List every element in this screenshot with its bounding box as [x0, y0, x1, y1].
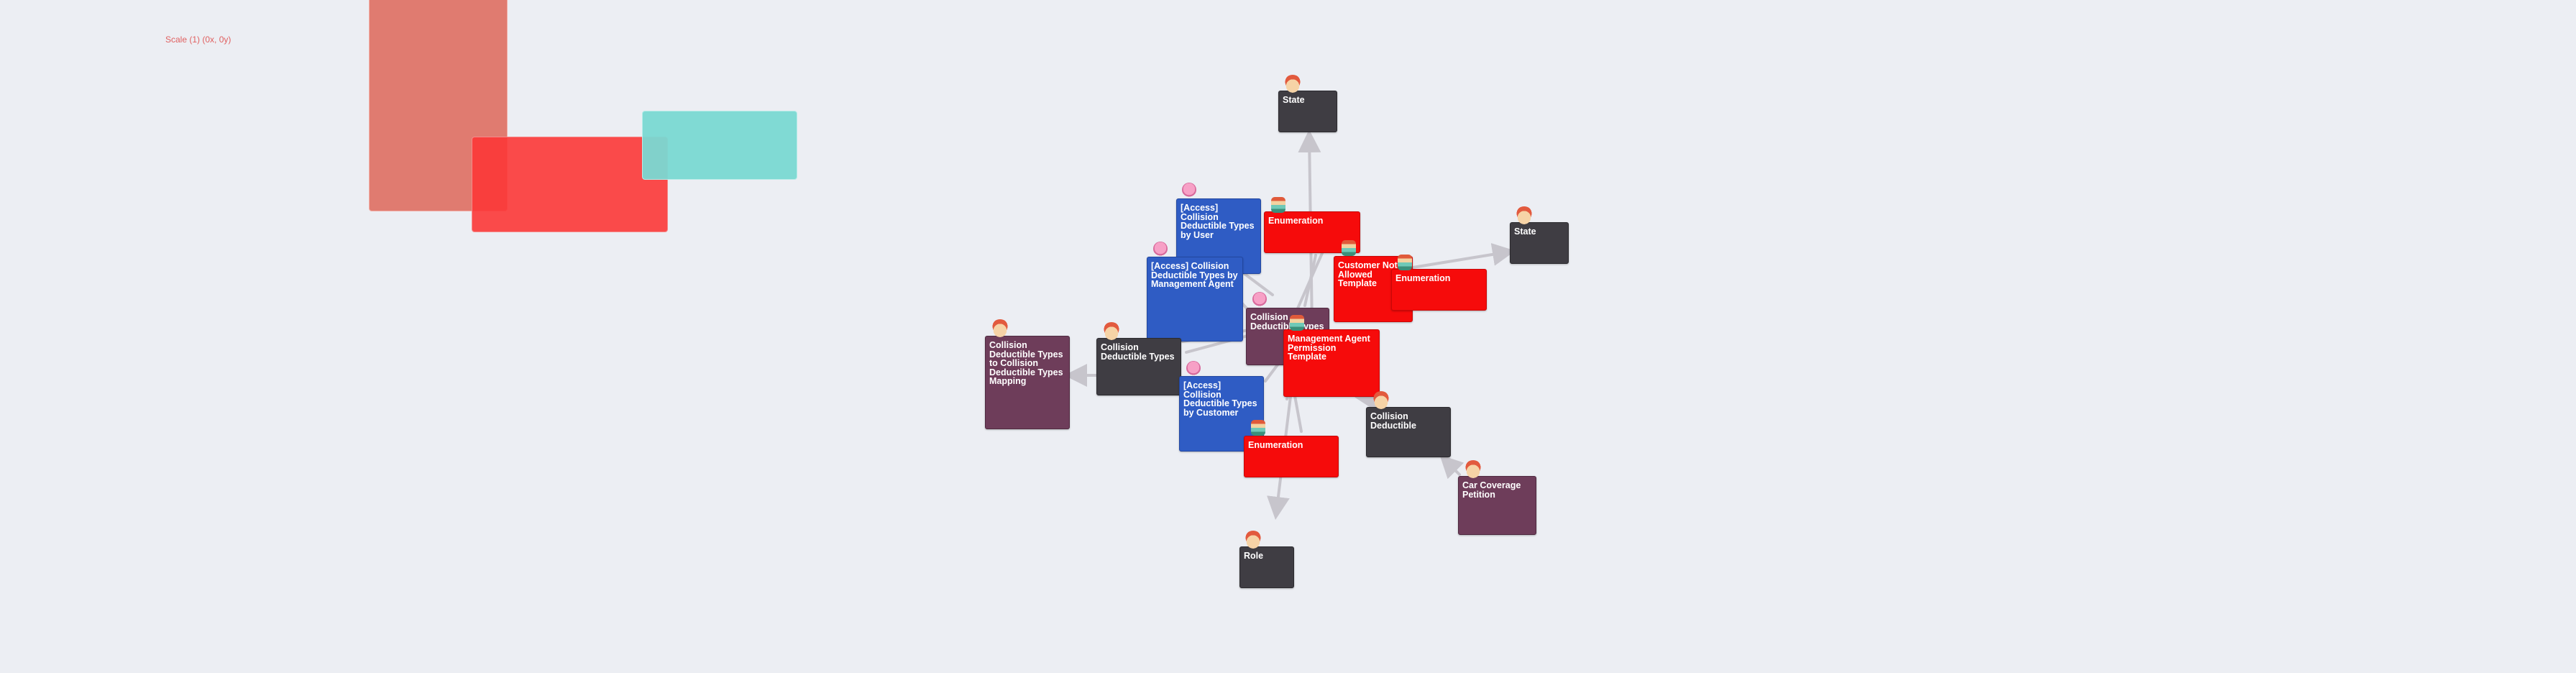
face-icon [1464, 460, 1482, 479]
scale-label: Scale (1) (0x, 0y) [165, 35, 232, 45]
node-state-right[interactable]: State [1510, 222, 1569, 264]
node-label: Collision Deductible Types [1250, 312, 1324, 331]
node-label: Management Agent Permission Template [1288, 334, 1370, 362]
node-label: Collision Deductible [1370, 411, 1416, 431]
node-label: [Access] Collision Deductible Types by M… [1151, 261, 1238, 289]
stack-icon [1342, 240, 1356, 256]
face-icon [1102, 322, 1121, 341]
edge [1411, 243, 1516, 269]
node-label: [Access] Collision Deductible Types by U… [1181, 203, 1255, 240]
edge [1303, 254, 1317, 307]
node-label: Collision Deductible Types [1101, 342, 1175, 362]
edge [1439, 454, 1465, 480]
node-collision-deductible[interactable]: Collision Deductible [1366, 407, 1451, 457]
stack-icon [1271, 197, 1285, 213]
node-enumeration-bottom[interactable]: Enumeration [1244, 436, 1339, 477]
overlay-panel-red [472, 137, 668, 232]
pin-icon [1182, 183, 1196, 197]
stack-icon [1398, 255, 1412, 270]
node-label: Customer Not Allowed Template [1338, 260, 1398, 288]
node-role[interactable]: Role [1239, 546, 1294, 588]
face-icon [1372, 391, 1390, 410]
stack-icon [1290, 315, 1304, 331]
node-label: Role [1244, 551, 1264, 561]
face-icon [1515, 206, 1534, 225]
face-icon [1244, 531, 1262, 549]
pin-icon [1252, 292, 1267, 306]
node-state-top[interactable]: State [1278, 91, 1337, 132]
node-access-by-management-agent[interactable]: [Access] Collision Deductible Types by M… [1147, 257, 1243, 342]
node-label: Enumeration [1395, 273, 1451, 283]
node-label: State [1514, 226, 1536, 237]
node-management-agent-permission-template[interactable]: Management Agent Permission Template [1283, 329, 1380, 397]
node-label: Enumeration [1248, 440, 1303, 450]
face-icon [1283, 75, 1302, 93]
node-label: Car Coverage Petition [1462, 480, 1521, 500]
edge [1242, 272, 1274, 296]
node-collision-deductible-types[interactable]: Collision Deductible Types [1096, 338, 1181, 395]
node-collision-deductible-types-mapping[interactable]: Collision Deductible Types to Collision … [985, 336, 1070, 429]
pin-icon [1153, 242, 1168, 256]
pin-icon [1186, 361, 1201, 375]
node-car-coverage-petition[interactable]: Car Coverage Petition [1458, 476, 1536, 535]
stack-icon [1251, 420, 1265, 436]
edge [1293, 390, 1303, 433]
node-label: State [1283, 95, 1305, 105]
node-label: Collision Deductible Types to Collision … [989, 340, 1063, 386]
node-enumeration-right[interactable]: Enumeration [1391, 269, 1487, 311]
node-label: [Access] Collision Deductible Types by C… [1183, 380, 1257, 418]
face-icon [991, 319, 1009, 338]
overlay-panel-teal [642, 111, 797, 180]
node-customer-not-allowed-template[interactable]: Customer Not Allowed Template [1334, 256, 1413, 322]
node-label: Enumeration [1268, 216, 1324, 226]
